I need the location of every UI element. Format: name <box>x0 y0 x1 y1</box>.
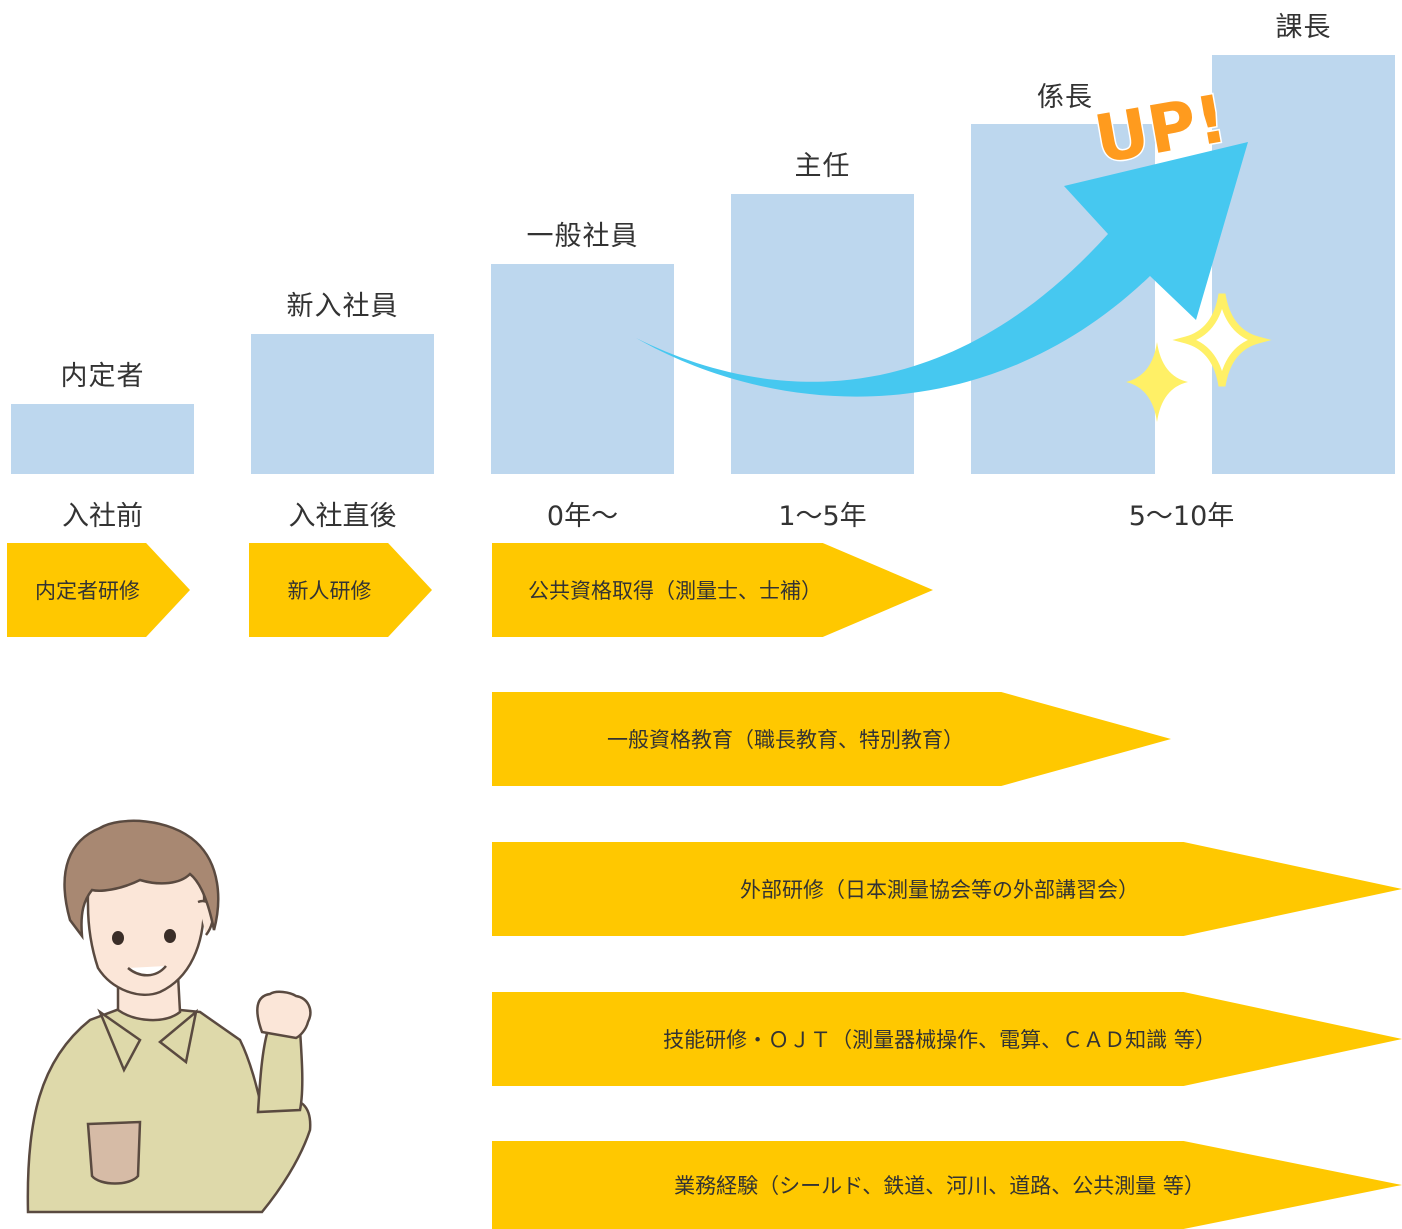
program-label: 技能研修・ＯＪＴ（測量器械操作、電算、ＣＡＤ知識 等） <box>663 1028 1216 1052</box>
program-label: 新人研修 <box>287 579 372 603</box>
program-arrow-ginou-kenshu-ojt: 技能研修・ＯＪＴ（測量器械操作、電算、ＣＡＤ知識 等） <box>492 992 1402 1086</box>
program-label: 業務経験（シールド、鉄道、河川、道路、公共測量 等） <box>674 1174 1205 1198</box>
program-arrow-ippan-shikaku-kyouiku: 一般資格教育（職長教育、特別教育） <box>492 692 1171 786</box>
sparkle-outline-icon <box>1172 293 1272 387</box>
program-arrow-naiteisha-kenshu: 内定者研修 <box>7 543 190 637</box>
bar-shinnyu-shain <box>251 334 434 474</box>
position-label-ippan-shain: 一般社員 <box>526 221 639 252</box>
stage-label-nyusha-mae: 入社前 <box>62 501 143 532</box>
stage-label-0-years: 0年〜 <box>546 501 619 532</box>
stage-label-nyusha-chokugo: 入社直後 <box>288 501 397 532</box>
program-label: 一般資格教育（職長教育、特別教育） <box>607 728 964 752</box>
bar-kacho <box>1212 55 1395 474</box>
position-label-naiteisha: 内定者 <box>60 361 145 392</box>
person-fist-pump-illustration <box>26 819 312 1214</box>
bar-naiteisha <box>11 404 194 474</box>
program-arrow-koukyou-shikaku: 公共資格取得（測量士、士補） <box>492 543 933 637</box>
position-label-kacho: 課長 <box>1275 12 1332 43</box>
program-label: 外部研修（日本測量協会等の外部講習会） <box>740 878 1139 902</box>
stage-label-1-5-years: 1〜5年 <box>778 501 867 532</box>
stage-label-5-10-years: 5〜10年 <box>1128 501 1235 532</box>
bar-shunin <box>731 194 914 474</box>
program-arrow-gyoumu-keiken: 業務経験（シールド、鉄道、河川、道路、公共測量 等） <box>492 1141 1402 1229</box>
program-arrow-shinjin-kenshu: 新人研修 <box>249 543 432 637</box>
position-label-shinnyu-shain: 新入社員 <box>286 291 399 322</box>
program-arrow-gaibu-kenshu: 外部研修（日本測量協会等の外部講習会） <box>492 842 1402 936</box>
sparkle-icon <box>1126 342 1188 422</box>
bar-ippan-shain <box>491 264 674 474</box>
position-label-shunin: 主任 <box>794 151 851 182</box>
curved-up-arrow-icon <box>636 142 1248 397</box>
program-label: 公共資格取得（測量士、士補） <box>528 579 822 603</box>
position-label-kakaricho: 係長 <box>1037 82 1093 113</box>
program-label: 内定者研修 <box>35 579 140 603</box>
